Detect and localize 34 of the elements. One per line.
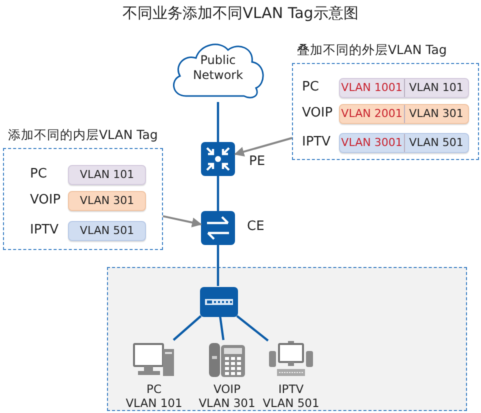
device-label: VLAN 101 [126, 396, 182, 410]
service-label: VOIP [302, 106, 333, 120]
vlan-tag-bar [339, 133, 469, 153]
vlan-tag-bar [68, 165, 146, 185]
diagram-title: 不同业务添加不同VLAN Tag示意图 [122, 4, 360, 23]
panel-heading: 添加不同的内层VLAN Tag [8, 127, 158, 144]
service-label: IPTV [302, 134, 331, 150]
device-label: IPTV [278, 382, 304, 396]
service-label: PC [302, 80, 319, 94]
device-name: PE [249, 154, 266, 169]
service-label: IPTV [30, 222, 59, 238]
device-label: VOIP [213, 382, 241, 396]
panel-heading: 叠加不同的外层VLAN Tag [297, 42, 447, 59]
vlan-tag-text: VLAN 3001 [340, 135, 404, 151]
access-area [107, 267, 467, 411]
vlan-tag-text: VLAN 301 [404, 105, 468, 123]
device-label: VLAN 501 [262, 396, 320, 410]
device-label: PC [146, 382, 162, 396]
vlan-tag-text: VLAN 101 [78, 167, 136, 183]
vlan-tag-bar [339, 104, 469, 124]
vlan-tag-text: VLAN 501 [78, 223, 136, 239]
device-label: VLAN 301 [198, 396, 256, 410]
device-name: CE [247, 219, 264, 234]
vlan-tag-text: VLAN 101 [404, 79, 468, 97]
service-label: PC [30, 166, 47, 182]
vlan-tag-bar [339, 78, 469, 98]
vlan-tag-text: VLAN 1001 [340, 80, 404, 96]
vlan-tag-bar [68, 221, 146, 241]
cloud-label: Public Network [192, 53, 244, 83]
vlan-tag-text: VLAN 2001 [340, 106, 404, 122]
vlan-tag-text: VLAN 501 [404, 134, 468, 152]
service-label: VOIP [30, 192, 61, 208]
vlan-tag-text: VLAN 301 [78, 193, 136, 209]
vlan-tag-bar [68, 191, 146, 211]
